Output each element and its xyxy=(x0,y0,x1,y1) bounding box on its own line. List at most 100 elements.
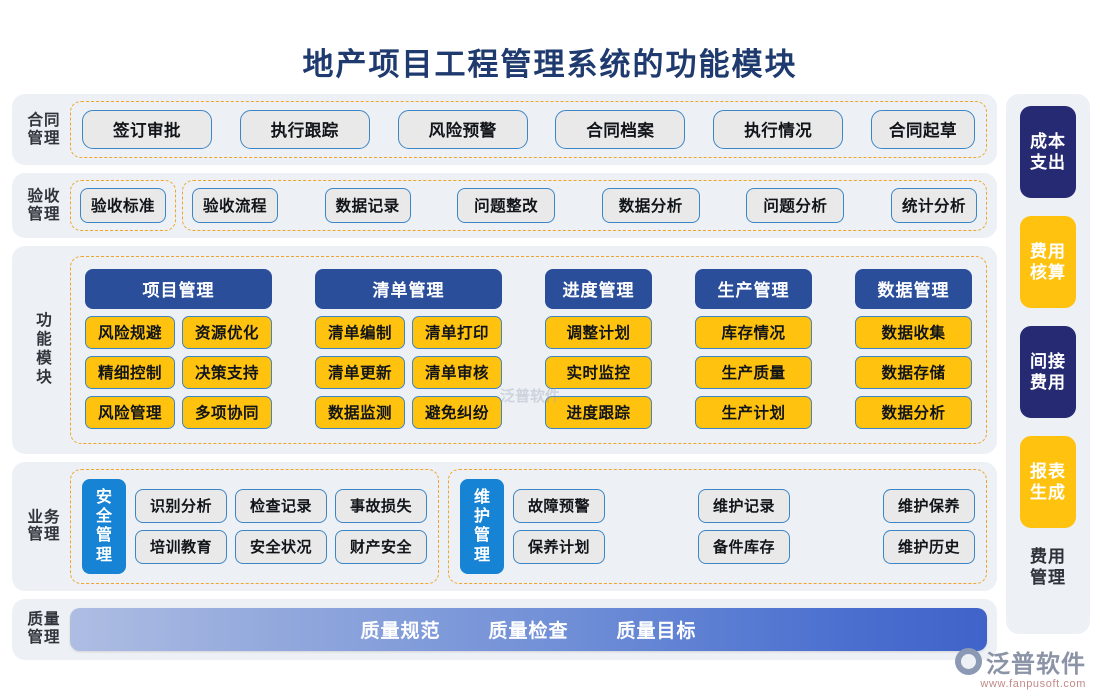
module-item-adjust-plan[interactable]: 调整计划 xyxy=(545,316,652,350)
contract-item-risk-warning[interactable]: 风险预警 xyxy=(397,110,528,150)
module-item-data-monitoring[interactable]: 数据监测 xyxy=(315,396,405,430)
business-tag-maintenance-management[interactable]: 维护 管理 xyxy=(460,479,504,574)
module-item-production-quality[interactable]: 生产质量 xyxy=(695,356,812,390)
business-tag-line: 安全 xyxy=(95,489,112,526)
business-item-training-education[interactable]: 培训教育 xyxy=(135,529,227,564)
acceptance-groups: 验收标准 验收流程 数据记录 问题整改 数据分析 问题分析 统计分析 xyxy=(70,180,987,232)
module-items-right: 资源优化 决策支持 多项协同 xyxy=(182,316,272,430)
module-items-right: 清单打印 清单审核 避免纠纷 xyxy=(412,316,502,430)
quality-item-standards[interactable]: 质量规范 xyxy=(360,620,441,642)
module-column-list-management: 清单管理 清单编制 清单更新 数据监测 清单打印 清单审核 避免纠纷 xyxy=(315,269,502,430)
sidebar-label-expense-management: 费用 管理 xyxy=(1030,546,1066,589)
contract-item-contract-archive[interactable]: 合同档案 xyxy=(555,110,686,150)
business-safety-items: 识别分析 培训教育 检查记录 安全状况 事故损失 财产安全 xyxy=(135,488,427,564)
module-header-data-management[interactable]: 数据管理 xyxy=(855,269,972,310)
section-acceptance-management: 验收 管理 验收标准 验收流程 数据记录 问题整改 数据分析 问题分析 统计分析 xyxy=(12,173,997,239)
section-label-line: 管理 xyxy=(27,629,61,647)
business-item-fault-warning[interactable]: 故障预警 xyxy=(513,488,605,523)
business-item-maintenance-upkeep[interactable]: 维护保养 xyxy=(883,488,975,523)
acceptance-item-data-analysis[interactable]: 数据分析 xyxy=(601,188,700,224)
business-tag-safety-management[interactable]: 安全 管理 xyxy=(82,479,126,574)
module-item-data-analysis[interactable]: 数据分析 xyxy=(855,396,972,430)
sidebar-badge-report-generation[interactable]: 报表 生成 xyxy=(1020,436,1076,529)
module-item-list-review[interactable]: 清单审核 xyxy=(412,356,502,390)
module-item-risk-avoidance[interactable]: 风险规避 xyxy=(85,316,175,350)
acceptance-item-standard[interactable]: 验收标准 xyxy=(80,188,166,224)
quality-item-inspection[interactable]: 质量检查 xyxy=(488,620,569,642)
module-items: 库存情况 生产质量 生产计划 xyxy=(695,316,812,430)
business-item-safety-status[interactable]: 安全状况 xyxy=(235,529,327,564)
module-header-list-management[interactable]: 清单管理 xyxy=(315,269,502,310)
module-item-multi-collaboration[interactable]: 多项协同 xyxy=(182,396,272,430)
acceptance-item-data-record[interactable]: 数据记录 xyxy=(324,188,411,224)
contract-item-execution-status[interactable]: 执行情况 xyxy=(713,110,844,150)
function-modules-group: 项目管理 风险规避 精细控制 风险管理 资源优化 决策支持 多项协同 xyxy=(70,256,987,445)
module-header-production-management[interactable]: 生产管理 xyxy=(695,269,812,310)
contract-item-execution-tracking[interactable]: 执行跟踪 xyxy=(239,110,370,150)
module-item-resource-optimization[interactable]: 资源优化 xyxy=(182,316,272,350)
business-item-maintenance-history[interactable]: 维护历史 xyxy=(883,529,975,564)
business-item-col: 识别分析 培训教育 xyxy=(135,488,227,564)
sidebar-badge-line: 费用 xyxy=(1030,373,1066,393)
acceptance-group-process: 验收流程 数据记录 问题整改 数据分析 问题分析 统计分析 xyxy=(182,180,987,232)
business-group-safety: 安全 管理 识别分析 培训教育 检查记录 安全状况 xyxy=(70,469,439,584)
sidebar-badge-line: 费用 xyxy=(1030,241,1066,261)
business-item-identification-analysis[interactable]: 识别分析 xyxy=(135,488,227,523)
acceptance-item-issue-analysis[interactable]: 问题分析 xyxy=(746,188,845,224)
module-item-list-printing[interactable]: 清单打印 xyxy=(412,316,502,350)
module-items-left: 库存情况 生产质量 生产计划 xyxy=(695,316,812,430)
sidebar-badge-indirect-expense[interactable]: 间接 费用 xyxy=(1020,326,1076,419)
contract-items-group: 签订审批 执行跟踪 风险预警 合同档案 执行情况 合同起草 xyxy=(70,101,987,159)
business-item-inspection-record[interactable]: 检查记录 xyxy=(235,488,327,523)
sidebar-badge-line: 支出 xyxy=(1030,153,1066,173)
module-item-list-update[interactable]: 清单更新 xyxy=(315,356,405,390)
section-label-char: 模 xyxy=(36,350,52,368)
module-item-decision-support[interactable]: 决策支持 xyxy=(182,356,272,390)
contract-item-contract-drafting[interactable]: 合同起草 xyxy=(870,110,975,150)
business-item-col: 维护保养 维护历史 xyxy=(883,488,975,564)
sidebar-badge-expense-accounting[interactable]: 费用 核算 xyxy=(1020,216,1076,309)
section-label-contract: 合同 管理 xyxy=(18,112,70,148)
acceptance-item-statistical-analysis[interactable]: 统计分析 xyxy=(890,188,977,224)
module-item-realtime-monitoring[interactable]: 实时监控 xyxy=(545,356,652,390)
module-item-data-storage[interactable]: 数据存储 xyxy=(855,356,972,390)
sidebar-badge-line: 成本 xyxy=(1030,131,1066,151)
business-tag-line: 管理 xyxy=(95,527,112,564)
quality-item-goals[interactable]: 质量目标 xyxy=(616,620,697,642)
business-item-accident-loss[interactable]: 事故损失 xyxy=(335,488,427,523)
business-groups: 安全 管理 识别分析 培训教育 检查记录 安全状况 xyxy=(70,469,987,584)
module-header-project-management[interactable]: 项目管理 xyxy=(85,269,272,310)
business-item-maintenance-plan[interactable]: 保养计划 xyxy=(513,529,605,564)
business-item-col: 故障预警 保养计划 xyxy=(513,488,605,564)
module-item-avoid-disputes[interactable]: 避免纠纷 xyxy=(412,396,502,430)
business-group-maintenance: 维护 管理 故障预警 保养计划 维护记录 备件库存 xyxy=(448,469,987,584)
module-items-left: 调整计划 实时监控 进度跟踪 xyxy=(545,316,652,430)
sidebar-badge-cost-expenditure[interactable]: 成本 支出 xyxy=(1020,106,1076,199)
section-label-business: 业务 管理 xyxy=(18,509,70,545)
section-quality-management: 质量 管理 质量规范 质量检查 质量目标 xyxy=(12,598,997,660)
section-label-acceptance: 验收 管理 xyxy=(18,188,70,224)
module-item-progress-tracking[interactable]: 进度跟踪 xyxy=(545,396,652,430)
section-label-quality: 质量 管理 xyxy=(18,611,70,647)
module-items: 风险规避 精细控制 风险管理 资源优化 决策支持 多项协同 xyxy=(85,316,272,430)
module-item-list-preparation[interactable]: 清单编制 xyxy=(315,316,405,350)
module-header-progress-management[interactable]: 进度管理 xyxy=(545,269,652,310)
business-item-spare-parts-inventory[interactable]: 备件库存 xyxy=(698,529,790,564)
business-item-maintenance-record[interactable]: 维护记录 xyxy=(698,488,790,523)
module-item-production-plan[interactable]: 生产计划 xyxy=(695,396,812,430)
acceptance-item-process[interactable]: 验收流程 xyxy=(192,188,278,224)
acceptance-item-issue-rectification[interactable]: 问题整改 xyxy=(457,188,556,224)
module-item-data-collection[interactable]: 数据收集 xyxy=(855,316,972,350)
sidebar-label-line: 管理 xyxy=(1030,568,1066,588)
section-label-line: 业务 xyxy=(27,508,61,526)
module-item-inventory-status[interactable]: 库存情况 xyxy=(695,316,812,350)
contract-item-signing-approval[interactable]: 签订审批 xyxy=(82,110,212,150)
module-item-risk-management[interactable]: 风险管理 xyxy=(85,396,175,430)
business-item-property-safety[interactable]: 财产安全 xyxy=(335,529,427,564)
page-title: 地产项目工程管理系统的功能模块 xyxy=(302,47,798,82)
logo-mark-icon xyxy=(955,648,982,675)
logo-text: 泛普软件 xyxy=(986,651,1086,678)
section-label-char: 块 xyxy=(36,369,52,386)
module-item-fine-control[interactable]: 精细控制 xyxy=(85,356,175,390)
